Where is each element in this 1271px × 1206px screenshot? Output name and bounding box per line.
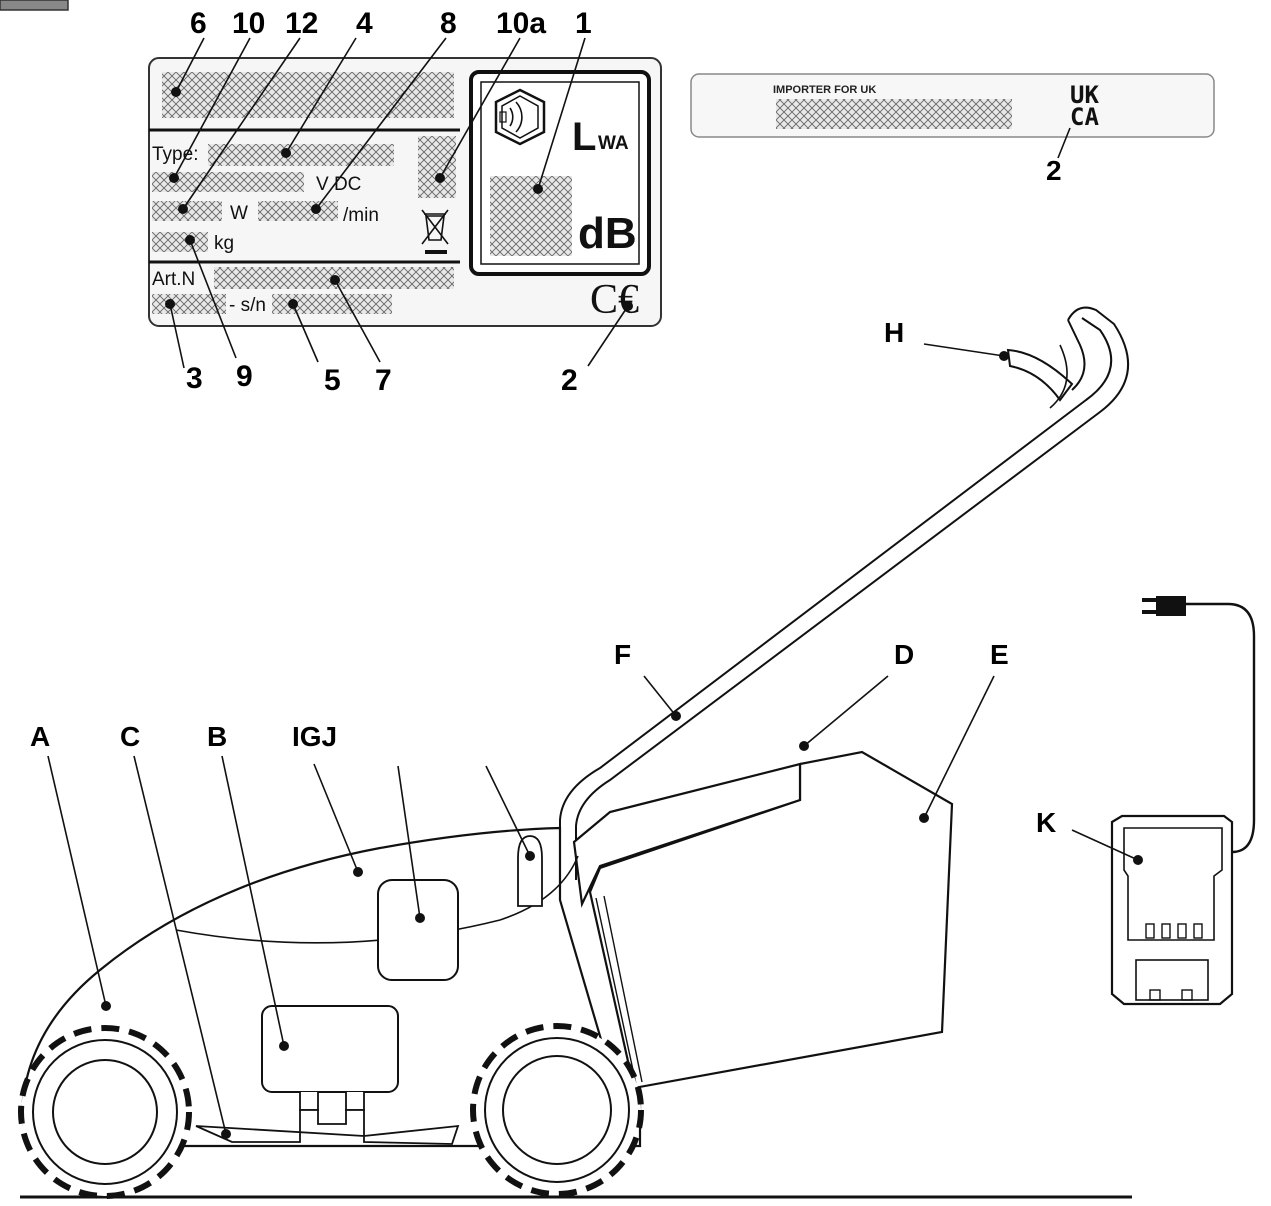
importer-title: IMPORTER FOR UK xyxy=(773,84,876,96)
mass-unit: kg xyxy=(214,233,234,254)
callout-9: 9 xyxy=(236,360,253,393)
battery-charger xyxy=(1110,596,1256,1006)
callout-10a: 10a xyxy=(496,7,546,40)
front-wheel xyxy=(470,1023,644,1197)
field-importer-address xyxy=(776,99,1012,129)
corner-tab xyxy=(0,0,69,11)
speed-unit: /min xyxy=(343,205,379,226)
field-speed xyxy=(258,201,338,221)
weee-bin-icon xyxy=(421,209,449,254)
callout-3: 3 xyxy=(186,362,203,395)
uk-importer-label: IMPORTER FOR UK UK CA xyxy=(690,73,1215,159)
callout-4: 4 xyxy=(356,7,373,40)
callout-10: 10 xyxy=(232,7,265,40)
callout-A: A xyxy=(30,721,50,752)
callout-7: 7 xyxy=(375,364,392,397)
rear-wheel xyxy=(18,1025,192,1199)
callout-1: 1 xyxy=(575,7,592,40)
callout-B: B xyxy=(207,721,227,752)
field-manufacturer xyxy=(162,72,454,118)
field-type xyxy=(208,144,394,166)
field-serial xyxy=(272,294,392,314)
article-label: Art.N xyxy=(152,269,195,290)
callout-K: K xyxy=(1036,807,1056,838)
field-voltage xyxy=(152,172,304,192)
callout-2-ukca: 2 xyxy=(1046,155,1062,186)
callout-6: 6 xyxy=(190,7,207,40)
power-unit: W xyxy=(230,203,248,224)
noise-level-box: L WA dB xyxy=(469,70,651,276)
callout-12: 12 xyxy=(285,7,318,40)
field-mass xyxy=(152,232,208,252)
callout-8: 8 xyxy=(440,7,457,40)
lwa-label: L xyxy=(572,115,596,159)
type-label: Type: xyxy=(152,144,198,165)
callout-2-ce: 2 xyxy=(561,364,578,397)
callout-IGJ: IGJ xyxy=(292,721,337,752)
callout-E: E xyxy=(990,639,1009,670)
plate-leaders xyxy=(165,37,633,369)
callout-H: H xyxy=(884,317,904,348)
callout-C: C xyxy=(120,721,140,752)
lawn-mower xyxy=(18,306,1256,1199)
callout-F: F xyxy=(614,639,631,670)
db-label: dB xyxy=(578,209,637,258)
callout-5: 5 xyxy=(324,364,341,397)
grass-catcher xyxy=(572,750,954,1090)
lwa-subscript: WA xyxy=(598,133,629,154)
handle-bar xyxy=(559,306,1129,880)
voltage-unit: V DC xyxy=(316,174,361,195)
serial-label: - s/n xyxy=(229,295,266,316)
rating-plate: Type: V DC W /min kg Art.N - s/n L xyxy=(148,57,662,327)
loudspeaker-icon xyxy=(494,88,546,146)
callout-D: D xyxy=(894,639,914,670)
ukca-mark-top: UK xyxy=(1070,81,1099,109)
plug-icon xyxy=(1156,596,1186,616)
mower-leaders xyxy=(47,343,1143,1139)
field-protection xyxy=(418,136,456,198)
field-noise-value xyxy=(490,176,572,256)
ce-mark: C€ xyxy=(590,277,639,323)
ukca-mark-bottom: CA xyxy=(1070,103,1099,131)
